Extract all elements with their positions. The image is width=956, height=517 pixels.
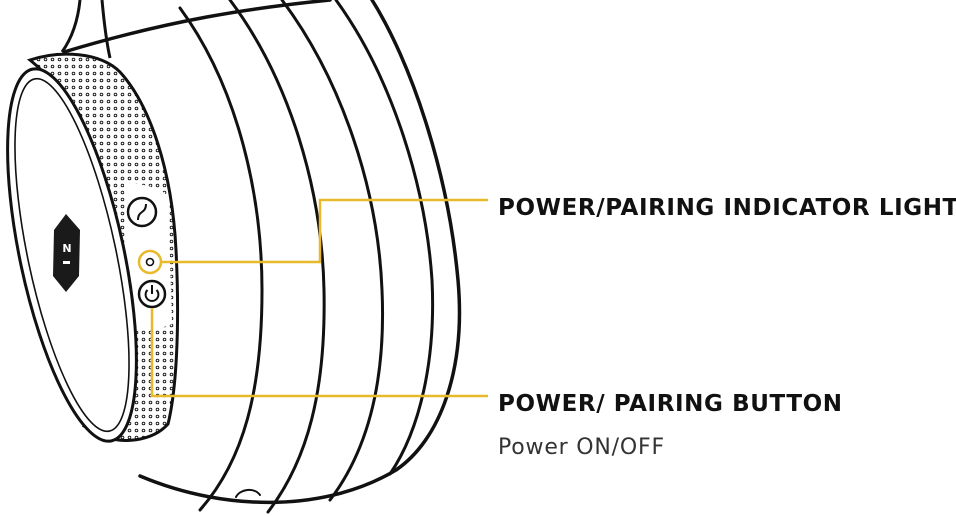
power-button-description: Power ON/OFF [498, 435, 665, 460]
callout-indicator-line [137, 198, 488, 275]
callout-button-line [150, 308, 488, 398]
voice-assistant-icon[interactable] [126, 196, 158, 228]
indicator-led-icon [145, 257, 155, 267]
svg-text:N: N [62, 242, 71, 255]
indicator-light-label: POWER/PAIRING INDICATOR LIGHT [498, 195, 956, 221]
ear-cushion [62, 0, 462, 514]
power-icon[interactable] [137, 279, 167, 309]
headband [60, 0, 112, 59]
brand-logo: N [53, 214, 80, 292]
power-button-label: POWER/ PAIRING BUTTON [498, 391, 843, 417]
